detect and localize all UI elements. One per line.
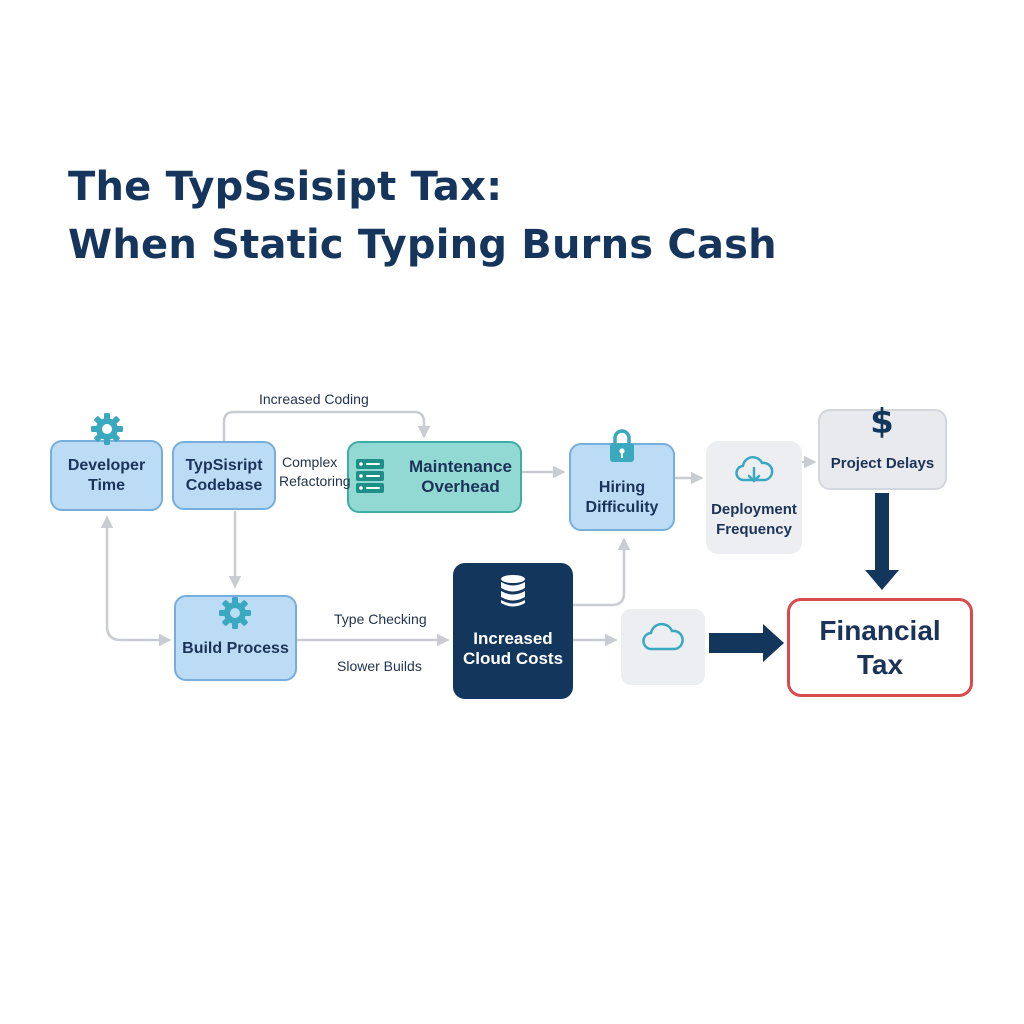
cloud-icon (642, 622, 684, 651)
node-maintenance-line-2: Overhead (421, 477, 500, 496)
node-build-label: Build Process (182, 640, 289, 657)
node-project-delays[interactable]: Project Delays (818, 409, 947, 490)
node-typscript-codebase[interactable]: TypSisript Codebase (172, 441, 276, 510)
edge-label-slower-builds: Slower Builds (337, 658, 422, 674)
node-cloud-costs-line-1: Increased (473, 629, 553, 648)
edge-label-complex: Complex (282, 454, 338, 470)
title-line-1: The TypSsisipt Tax: (68, 164, 503, 210)
node-codebase-line-1: TypSisript (185, 456, 263, 474)
diagram-title: The TypSsisipt Tax: When Static Typing B… (68, 158, 777, 274)
dollar-icon: $ (870, 402, 894, 442)
arrow-codebase-to-maintenance (222, 410, 431, 444)
lock-icon (610, 429, 634, 462)
edge-label-type-checking: Type Checking (334, 611, 427, 627)
node-developer-time-line-2: Time (87, 476, 126, 494)
edge-label-refactoring: Refactoring (279, 473, 351, 489)
node-increased-cloud-costs[interactable]: Increased Cloud Costs (453, 563, 573, 699)
arrow-delays-to-financial-tax (865, 493, 899, 590)
gear-icon (91, 413, 123, 445)
server-icon (356, 459, 384, 493)
edge-label-increased-coding: Increased Coding (259, 391, 369, 407)
node-developer-time-line-1: Developer (67, 456, 146, 474)
database-icon (501, 575, 525, 607)
node-financial-line-1: Financial (819, 614, 941, 646)
node-deployment-line-2: Frequency (716, 520, 792, 538)
node-codebase-line-2: Codebase (185, 476, 263, 494)
node-deployment-frequency[interactable]: Deployment Frequency (706, 441, 802, 554)
node-cloud-costs-line-2: Cloud Costs (462, 649, 564, 668)
cloud-download-icon (735, 456, 774, 483)
title-line-2: When Static Typing Burns Cash (68, 222, 777, 268)
node-hiring-line-1: Hiring (598, 479, 646, 496)
node-financial-tax[interactable]: Financial Tax (787, 598, 973, 697)
gear-icon (219, 597, 251, 629)
arrow-developer-to-build (100, 515, 172, 647)
node-delays-label: Project Delays (830, 454, 935, 472)
node-hiring-line-2: Difficulity (585, 499, 659, 516)
node-cloud[interactable] (621, 609, 705, 685)
node-deployment-line-1: Deployment (711, 500, 797, 518)
arrow-cloud-box-to-financial-tax (709, 624, 784, 662)
node-financial-line-2: Tax (856, 648, 904, 680)
node-developer-time[interactable]: Developer Time (50, 440, 163, 511)
arrow-cloud-costs-to-hiring (572, 537, 631, 607)
node-maintenance-line-1: Maintenance (409, 457, 512, 476)
